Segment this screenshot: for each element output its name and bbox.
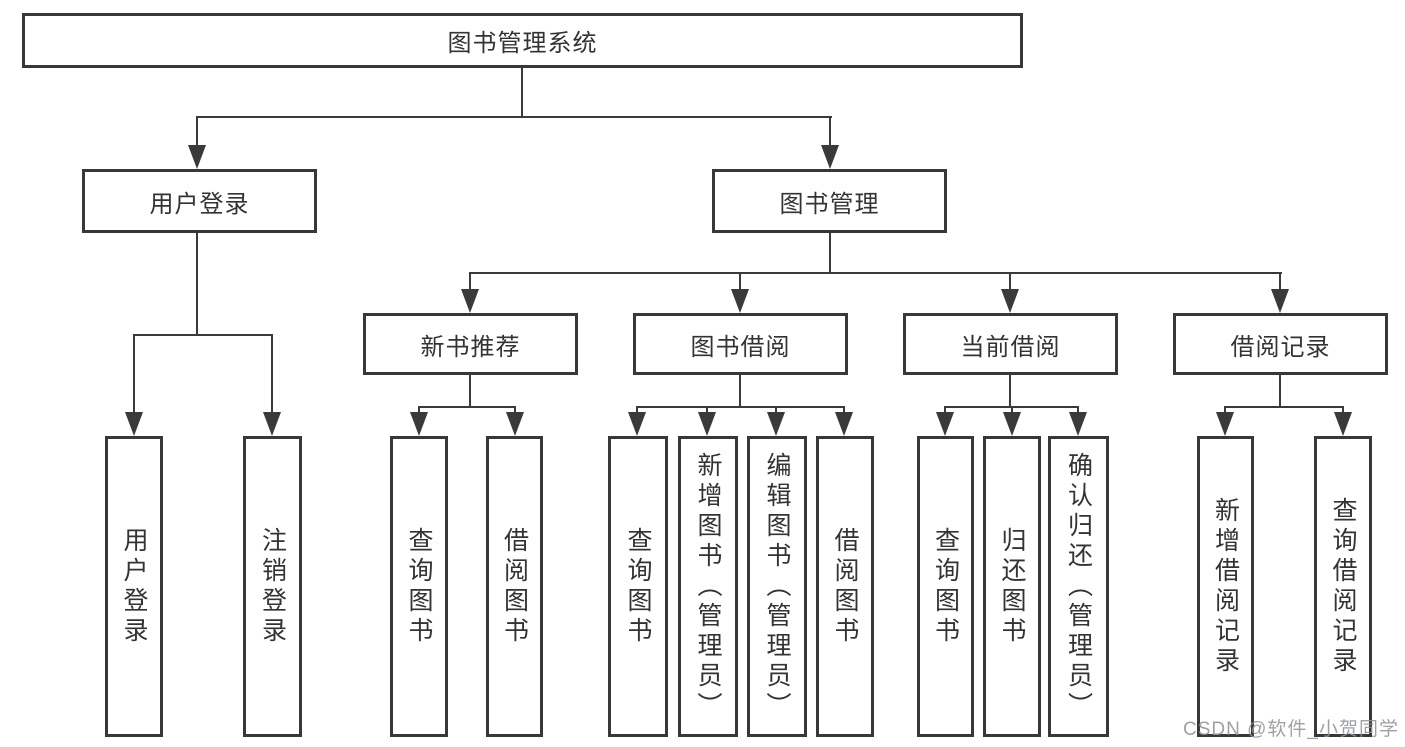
node-root: 图书管理系统 xyxy=(22,13,1023,68)
connector-line xyxy=(1342,406,1344,416)
connector-line xyxy=(636,406,845,408)
leaf-borrow-borrow-books: 借阅图书 xyxy=(816,436,874,737)
arrow-down-icon xyxy=(1001,289,1019,313)
connector-line xyxy=(1279,272,1281,291)
connector-line xyxy=(271,334,273,414)
arrow-down-icon xyxy=(767,412,785,436)
arrow-down-icon xyxy=(263,412,281,436)
leaf-borrow-edit-books-admin: 编辑图书（管理员） xyxy=(747,436,807,737)
connector-line xyxy=(469,272,471,291)
connector-line xyxy=(706,406,708,416)
arrow-down-icon xyxy=(1334,412,1352,436)
connector-line xyxy=(944,406,946,416)
leaf-current-query-books: 查询图书 xyxy=(917,436,974,737)
connector-line xyxy=(1011,406,1013,416)
connector-line xyxy=(829,116,831,147)
connector-line xyxy=(1009,272,1011,291)
connector-line xyxy=(739,375,741,408)
connector-line xyxy=(1077,406,1079,416)
arrow-down-icon xyxy=(835,412,853,436)
arrow-down-icon xyxy=(698,412,716,436)
connector-line xyxy=(1224,406,1344,408)
connector-line xyxy=(514,406,516,416)
node-user-login: 用户登录 xyxy=(82,169,317,233)
leaf-newbook-borrow-books: 借阅图书 xyxy=(486,436,543,737)
arrow-down-icon xyxy=(1003,412,1021,436)
arrow-down-icon xyxy=(125,412,143,436)
connector-line xyxy=(843,406,845,416)
arrow-down-icon xyxy=(461,289,479,313)
arrow-down-icon xyxy=(821,145,839,169)
connector-line xyxy=(196,116,832,118)
leaf-borrow-query-books: 查询图书 xyxy=(608,436,668,737)
arrow-down-icon xyxy=(731,289,749,313)
arrow-down-icon xyxy=(936,412,954,436)
connector-line xyxy=(133,334,135,414)
connector-line xyxy=(196,116,198,147)
arrow-down-icon xyxy=(1069,412,1087,436)
node-book-borrowing: 图书借阅 xyxy=(633,313,848,375)
arrow-down-icon xyxy=(1271,289,1289,313)
connector-line xyxy=(521,67,523,117)
connector-line xyxy=(196,233,198,336)
node-current-borrowing: 当前借阅 xyxy=(903,313,1118,375)
connector-line xyxy=(775,406,777,416)
connector-line xyxy=(739,272,741,291)
leaf-logout-login: 注销登录 xyxy=(243,436,302,737)
connector-line xyxy=(469,272,1282,274)
leaf-borrow-add-books-admin: 新增图书（管理员） xyxy=(678,436,738,737)
leaf-record-add-borrow-record: 新增借阅记录 xyxy=(1197,436,1254,737)
arrow-down-icon xyxy=(506,412,524,436)
arrow-down-icon xyxy=(188,145,206,169)
node-new-book-recommend: 新书推荐 xyxy=(363,313,578,375)
leaf-user-login: 用户登录 xyxy=(105,436,163,737)
csdn-watermark: CSDN @软件_小贺同学 xyxy=(1183,719,1399,740)
connector-line xyxy=(133,334,273,336)
arrow-down-icon xyxy=(1216,412,1234,436)
connector-line xyxy=(418,406,420,416)
arrow-down-icon xyxy=(410,412,428,436)
connector-line xyxy=(418,406,516,408)
node-borrowing-records: 借阅记录 xyxy=(1173,313,1388,375)
connector-line xyxy=(1224,406,1226,416)
connector-line xyxy=(829,233,831,274)
leaf-record-query-borrow-record: 查询借阅记录 xyxy=(1314,436,1372,737)
connector-line xyxy=(1009,375,1011,408)
leaf-newbook-query-books: 查询图书 xyxy=(390,436,448,737)
node-book-management: 图书管理 xyxy=(712,169,947,233)
leaf-current-return-books: 归还图书 xyxy=(983,436,1041,737)
connector-line xyxy=(469,375,471,408)
connector-line xyxy=(1279,375,1281,408)
leaf-current-confirm-return-admin: 确认归还（管理员） xyxy=(1048,436,1109,737)
arrow-down-icon xyxy=(628,412,646,436)
connector-line xyxy=(636,406,638,416)
